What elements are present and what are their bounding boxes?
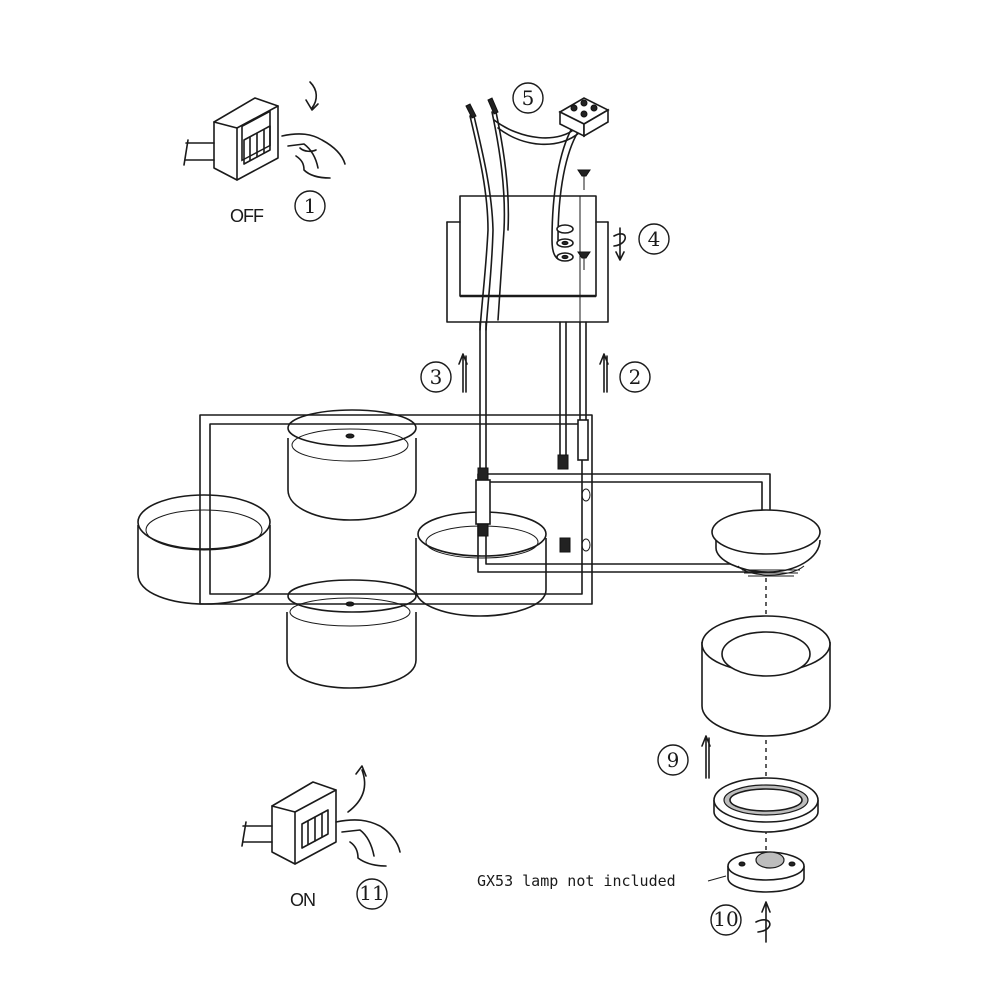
suspension-rods (479, 321, 587, 471)
step-11-label: ON (290, 890, 315, 910)
step-5-number: 5 (522, 86, 535, 110)
step-2: 2 (599, 353, 651, 393)
leader-line (707, 875, 727, 882)
step-3-number: 3 (430, 365, 443, 389)
frame-rectangle (199, 414, 593, 605)
lamp-shade (286, 579, 417, 689)
step-1-number-circle (294, 190, 326, 222)
retaining-ring (713, 777, 819, 833)
step-5-number-circle (512, 82, 544, 114)
step-9-number: 9 (667, 748, 680, 772)
step-1-label: OFF (230, 206, 264, 226)
step-4-number: 4 (648, 227, 661, 251)
step-3: 3 (420, 353, 468, 393)
step-11-number-circle (356, 878, 388, 910)
step-10: 10 (710, 901, 771, 943)
gx53-lamp (727, 851, 805, 893)
wall-switch-on-icon (241, 781, 337, 865)
lamp-shade (137, 494, 271, 605)
step-11-number: 11 (359, 881, 384, 905)
rod-connectors (475, 419, 591, 553)
ceiling-canopy (446, 195, 609, 323)
arrow-up-icon (701, 735, 711, 779)
arrow-down-curved-icon (305, 81, 319, 111)
step-4-number-circle (638, 223, 670, 255)
step-3-number-circle (420, 361, 452, 393)
arrow-up-curved-icon (347, 765, 367, 813)
lamp-note-text: GX53 lamp not included (477, 872, 676, 890)
lamp-note: GX53 lamp not included (477, 872, 727, 890)
step-9-number-circle (657, 744, 689, 776)
light-fixture-body (137, 409, 821, 689)
arrow-up-icon (458, 353, 468, 393)
step-1-switch-off: OFF 1 (183, 81, 346, 226)
step-2-number: 2 (629, 365, 642, 389)
hand-pointing-icon (335, 819, 401, 867)
wall-switch-off-icon (183, 97, 279, 181)
screw-icon (577, 169, 591, 270)
step-4-canopy: 4 (446, 169, 670, 323)
lamp-holder (711, 509, 821, 577)
shade-exploded (701, 615, 831, 737)
rotate-arrow-icon (755, 901, 771, 943)
step-5-wiring: 5 (465, 82, 610, 331)
rotate-arrow-icon (613, 227, 627, 261)
step-1-number: 1 (304, 194, 317, 218)
hand-pointing-icon (281, 133, 346, 179)
arrow-up-icon (599, 353, 609, 393)
step-11-switch-on: ON 11 (241, 765, 401, 910)
step-10-number-circle (710, 904, 742, 936)
step-2-number-circle (619, 361, 651, 393)
terminal-block-icon (558, 97, 610, 138)
mounting-nuts (556, 224, 574, 262)
step-10-number: 10 (713, 907, 738, 931)
step-9: 9 (657, 735, 711, 779)
lamp-shade (287, 409, 417, 521)
